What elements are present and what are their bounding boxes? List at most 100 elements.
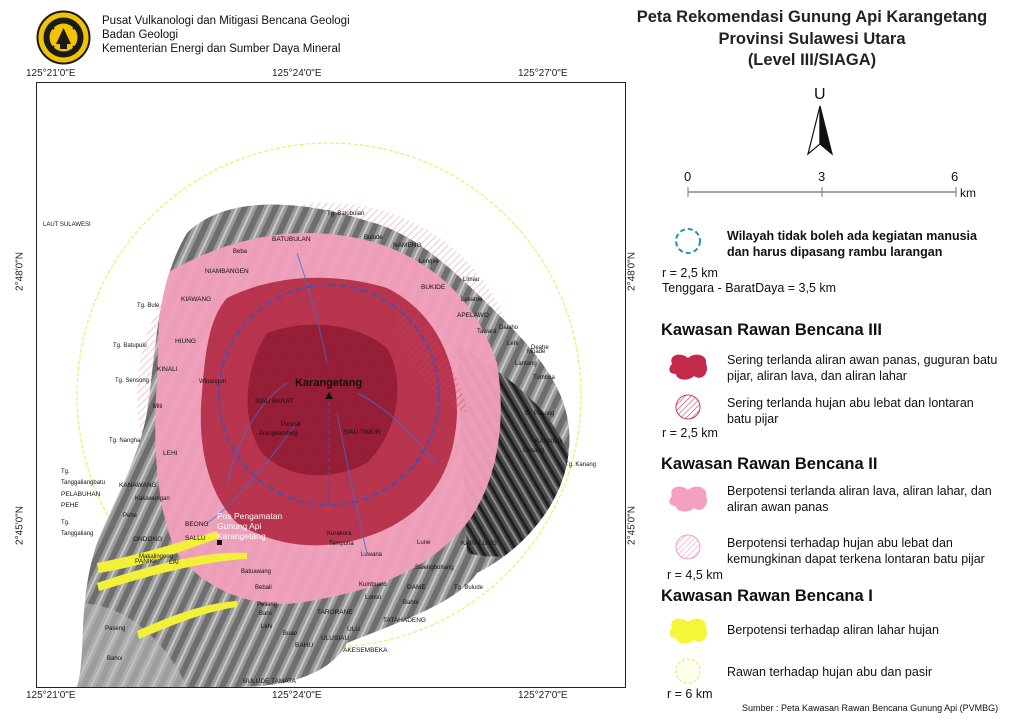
krb3-ash-swatch-icon [675, 394, 701, 420]
place-label: TATAHADENG [383, 617, 426, 624]
place-label: ULUSIAU [321, 635, 349, 642]
krb3-flow-swatch-icon [669, 354, 708, 380]
north-arrow-icon [806, 105, 834, 156]
place-label: KINALI [157, 366, 178, 373]
place-label: Lune [417, 540, 431, 546]
place-label: BULUDE TAMATA [243, 678, 297, 685]
krb1-ash-swatch-icon [675, 658, 701, 684]
place-label: Luwana [361, 552, 383, 558]
place-label: SIAU TIMUR [343, 429, 381, 436]
place-label: Tg. Batubulan [327, 211, 364, 217]
coord-bottom-3: 125°27'0"E [518, 690, 568, 701]
place-label: Arengkambing [259, 431, 298, 437]
scale-unit: km [960, 186, 976, 200]
place-label: Lengke [419, 259, 439, 265]
place-label: LAI [169, 559, 179, 566]
restricted-radius: r = 2,5 km [662, 266, 718, 280]
place-label: Tanggaliangbatu [61, 480, 105, 486]
restricted-extra: Tenggara - BaratDaya = 3,5 km [662, 281, 837, 295]
org-line-3: Kementerian Energi dan Sumber Daya Miner… [102, 43, 341, 55]
place-label: SIAU BARAT [255, 398, 293, 405]
place-label: Makalingeng [139, 554, 173, 560]
place-label: Tg. [61, 469, 70, 475]
place-label: Bt. Pasung [525, 411, 554, 417]
place-label: Lehi [261, 624, 272, 630]
place-label: Tg. Bulude [454, 585, 484, 591]
place-label: Moade [527, 349, 546, 355]
place-label: NIAMBANGEN [205, 268, 249, 275]
place-label: Baru [259, 611, 272, 617]
place-label: LEHI [163, 450, 178, 457]
krb3-item-1: Sering terlanda aliran awan panas, gugur… [727, 353, 998, 383]
place-label: BUKIDE [421, 284, 446, 291]
scale-tick-0: 0 [684, 169, 692, 184]
place-label: Bulude [364, 235, 383, 241]
place-label: Tg. Bule [137, 303, 160, 309]
place-label: Miti [153, 404, 162, 410]
krb1-ash-zone [76, 142, 582, 648]
place-label: Tg. Sensong [115, 378, 149, 384]
place-label: KANAWANG [119, 482, 156, 489]
place-label: Buao [283, 631, 298, 637]
place-label: Korakora [327, 531, 352, 537]
map-frame[interactable]: Karangetang Pos Pengamatan Gunung Api Ka… [36, 82, 626, 688]
place-label: KANANG [535, 438, 562, 445]
scale-tick-6: 6 [951, 169, 959, 184]
place-label: Peliang [257, 602, 277, 608]
place-label: Gesang [523, 448, 544, 454]
coord-top-2: 125°24'0"E [272, 68, 322, 79]
place-label: Bebali [255, 585, 272, 591]
place-label: PEHE [61, 502, 79, 509]
logo-esdm [36, 10, 91, 65]
place-label: BATUBULAN [272, 236, 311, 243]
krb3-radius: r = 2,5 km [662, 426, 718, 440]
observation-post-icon [217, 540, 222, 545]
place-label: DAME [407, 584, 426, 591]
hazard-map: Karangetang Pos Pengamatan Gunung Api Ka… [43, 142, 596, 687]
place-label: Lonso [365, 595, 382, 601]
place-label: Tg. Kanang [565, 462, 596, 468]
krb1-item-2: Rawan terhadap hujan abu dan pasir [727, 665, 933, 679]
place-label: Lakatoe [461, 297, 483, 303]
map-title-line-3: (Level III/SIAGA) [747, 51, 877, 69]
place-label: KIAWANG [181, 296, 211, 303]
place-label: PANIKI [135, 558, 156, 565]
scale-bar [687, 187, 957, 197]
place-label: Salengbohang [415, 565, 454, 571]
coord-right-1: 2°48'0"N [626, 252, 638, 291]
place-label: APELAWO [457, 312, 489, 319]
sea-label: LAUT SULAWESI [43, 222, 91, 228]
krb1-item-1: Berpotensi terhadap aliran lahar hujan [727, 623, 939, 637]
scale-tick-3: 3 [818, 169, 826, 184]
org-line-2: Badan Geologi [102, 29, 179, 41]
summit-marker-icon [325, 392, 333, 399]
krb2-radius: r = 4,5 km [667, 568, 723, 582]
post-label-3: Karangetang [217, 531, 266, 541]
place-label: Tg. [61, 520, 70, 526]
restricted-zone-circle [218, 284, 440, 506]
place-label: Paseng [105, 626, 125, 632]
post-label-2: Gunung Api [217, 521, 262, 531]
krb1-lahar-swatch-icon [669, 618, 708, 644]
coord-left-1: 2°48'0"N [14, 252, 26, 291]
place-label: Tanggaliang [61, 531, 93, 537]
place-label: TARORANE [317, 609, 353, 616]
place-label: BAHU [295, 642, 313, 649]
place-label: Winangun [199, 379, 226, 385]
krb2-item-2: Berpotensi terhadap hujan abu lebat dan … [727, 536, 985, 566]
place-label: KARALUNG [461, 540, 497, 547]
org-line-1: Pusat Vulkanologi dan Mitigasi Bencana G… [102, 15, 350, 27]
coord-bottom-2: 125°24'0"E [272, 690, 322, 701]
post-label-1: Pos Pengamatan [217, 511, 282, 521]
krb2-item-1: Berpotensi terlanda aliran lava, aliran … [727, 484, 992, 514]
map-title-line-1: Peta Rekomendasi Gunung Api Karangetang [636, 8, 988, 26]
map-title-line-2: Provinsi Sulawesi Utara [718, 30, 906, 48]
krb1-lahar-zone [97, 531, 219, 573]
place-label: Daiaho [499, 325, 519, 331]
krb1-radius: r = 6 km [667, 687, 713, 701]
coord-left-2: 2°45'0"N [14, 506, 26, 545]
coord-bottom-1: 125°21'0"E [26, 690, 76, 701]
place-label: Beba [233, 249, 248, 255]
place-label: Tumbria [533, 375, 555, 381]
